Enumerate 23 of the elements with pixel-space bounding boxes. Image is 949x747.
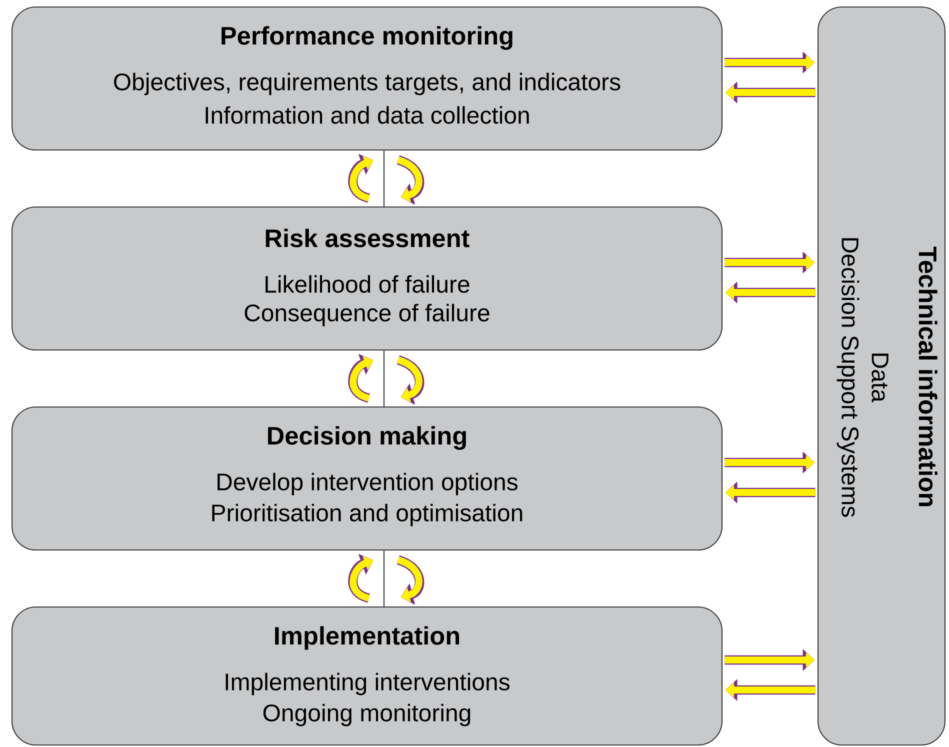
body-text: Likelihood of failure bbox=[266, 275, 470, 293]
stage-box bbox=[11, 606, 723, 746]
body-text: Develop intervention options bbox=[218, 472, 518, 496]
body-text: Data bbox=[872, 354, 888, 402]
body-text: Ongoing monitoring bbox=[263, 704, 470, 726]
curved-arrow bbox=[396, 555, 424, 605]
body-text: Prioritisation and optimisation bbox=[212, 504, 522, 526]
stage-box bbox=[11, 406, 723, 551]
body-text: Objectives, requirements targets, and indicators bbox=[114, 72, 620, 96]
heading: Decision making bbox=[268, 426, 466, 450]
body-text: Information and data collection bbox=[206, 106, 529, 124]
heading: Technical information bbox=[918, 246, 938, 506]
curved-arrow bbox=[396, 355, 424, 405]
body-text: Implementing interventions bbox=[226, 672, 510, 696]
stage-box bbox=[11, 206, 723, 351]
stage-box bbox=[11, 6, 723, 151]
heading: Risk assessment bbox=[266, 228, 470, 248]
body-text: Decision Support Systems bbox=[836, 238, 860, 517]
side-panel bbox=[817, 6, 946, 746]
body-text: Consequence of failure bbox=[244, 304, 490, 326]
heading: Implementation bbox=[275, 626, 460, 650]
heading: Performance monitoring bbox=[222, 26, 512, 50]
curved-arrow bbox=[396, 155, 424, 205]
